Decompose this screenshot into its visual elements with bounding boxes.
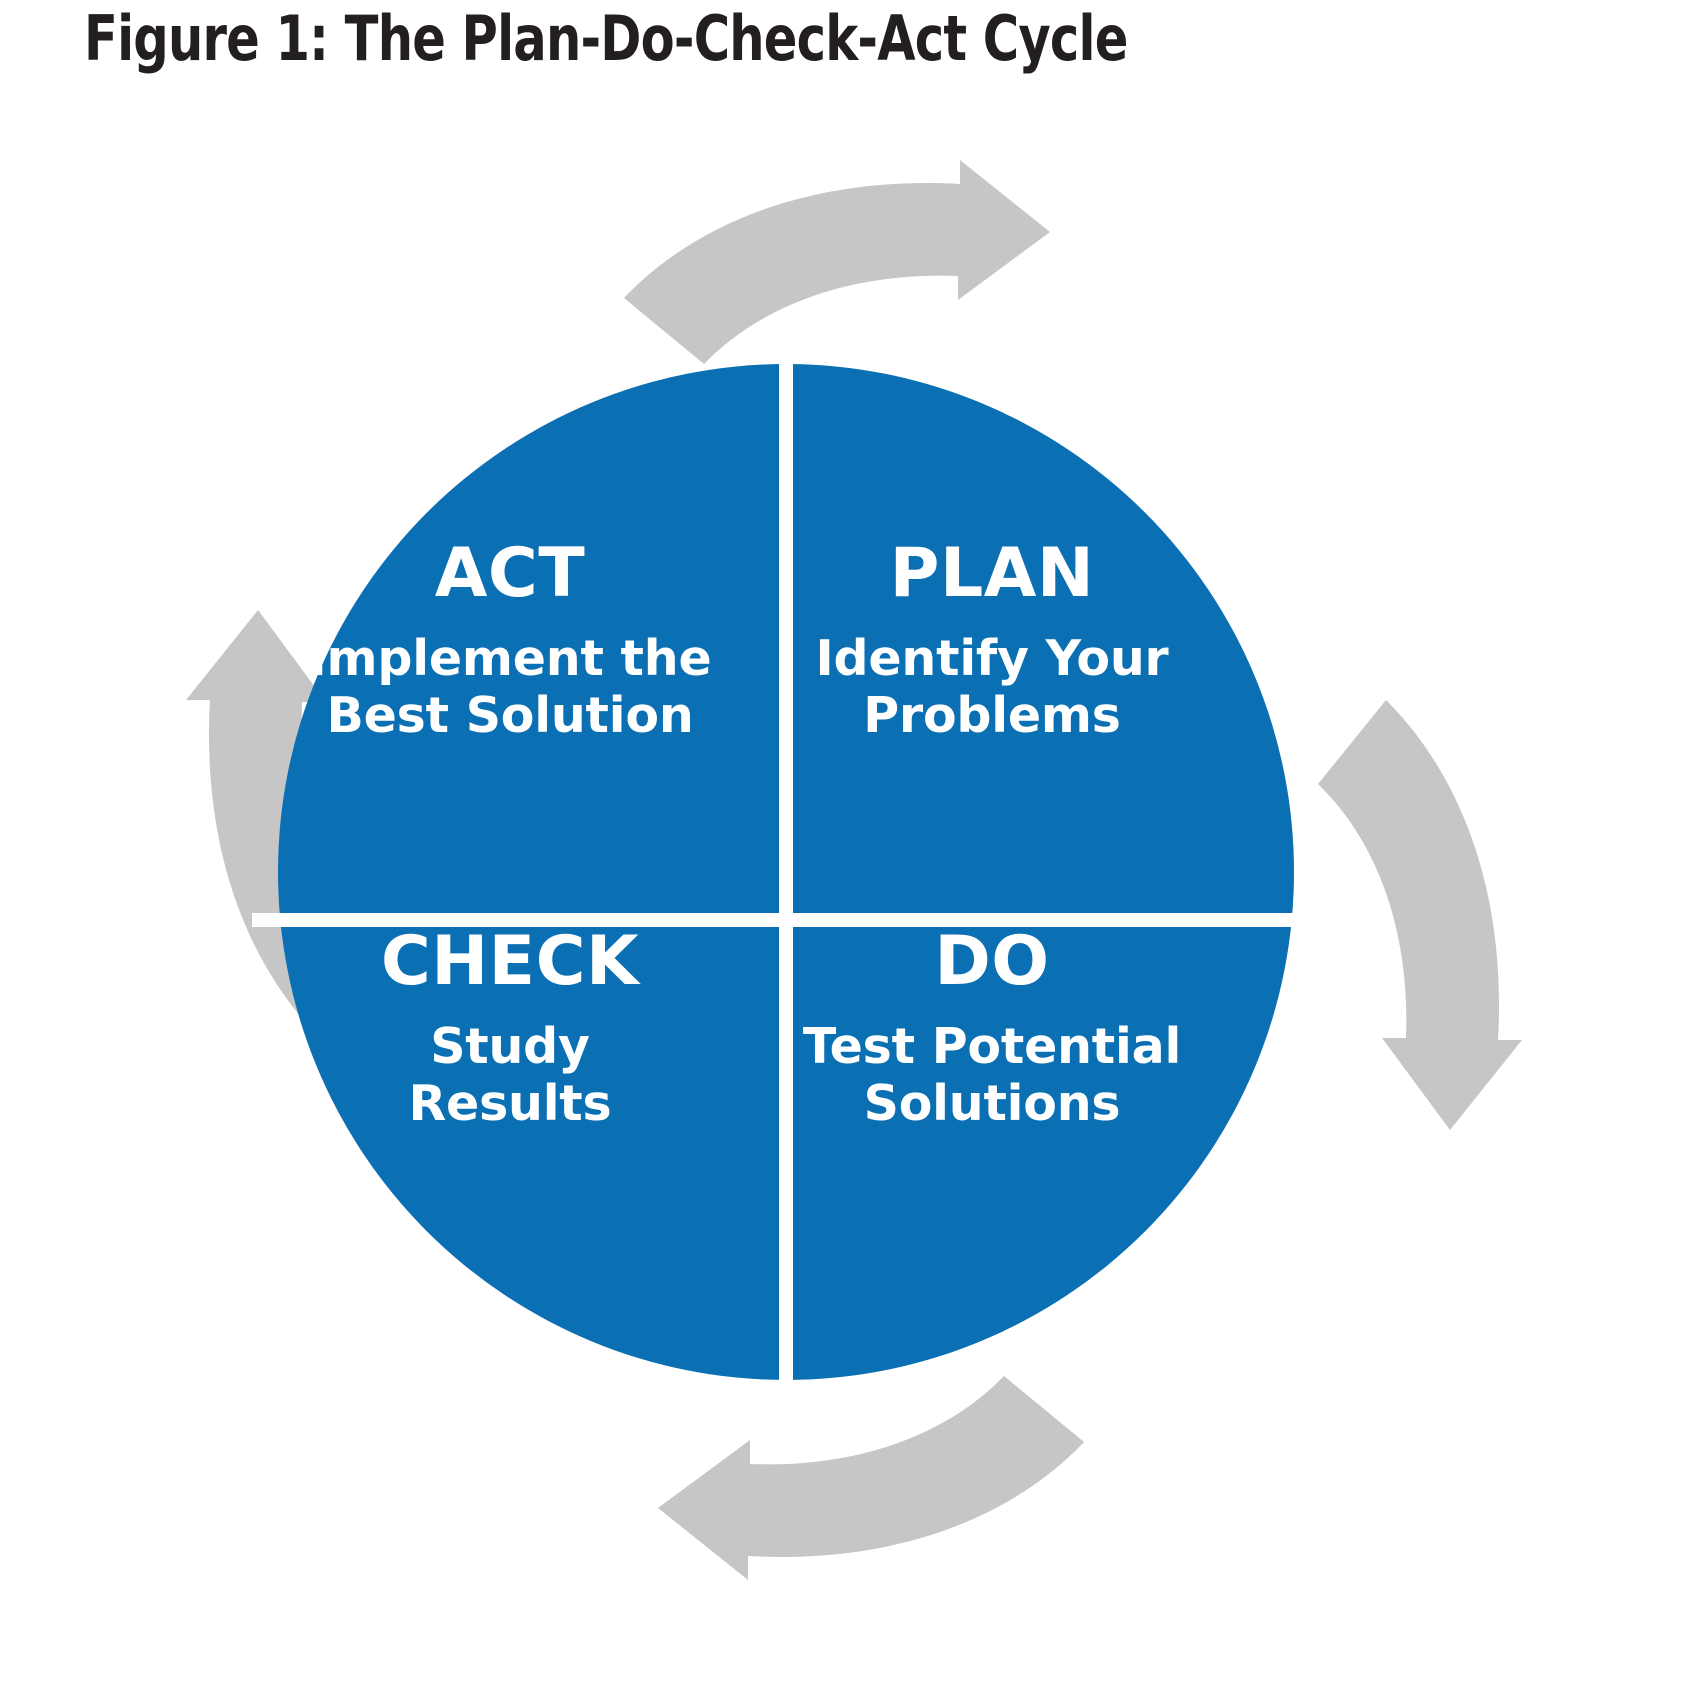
curved-arrow-right-icon [624, 160, 1050, 364]
page-title: Figure 1: The Plan-Do-Check-Act Cycle [84, 2, 1128, 75]
pdca-wheel [252, 338, 1322, 1410]
curved-arrow-left-icon [658, 1376, 1084, 1580]
curved-arrow-down-icon [1318, 700, 1522, 1130]
